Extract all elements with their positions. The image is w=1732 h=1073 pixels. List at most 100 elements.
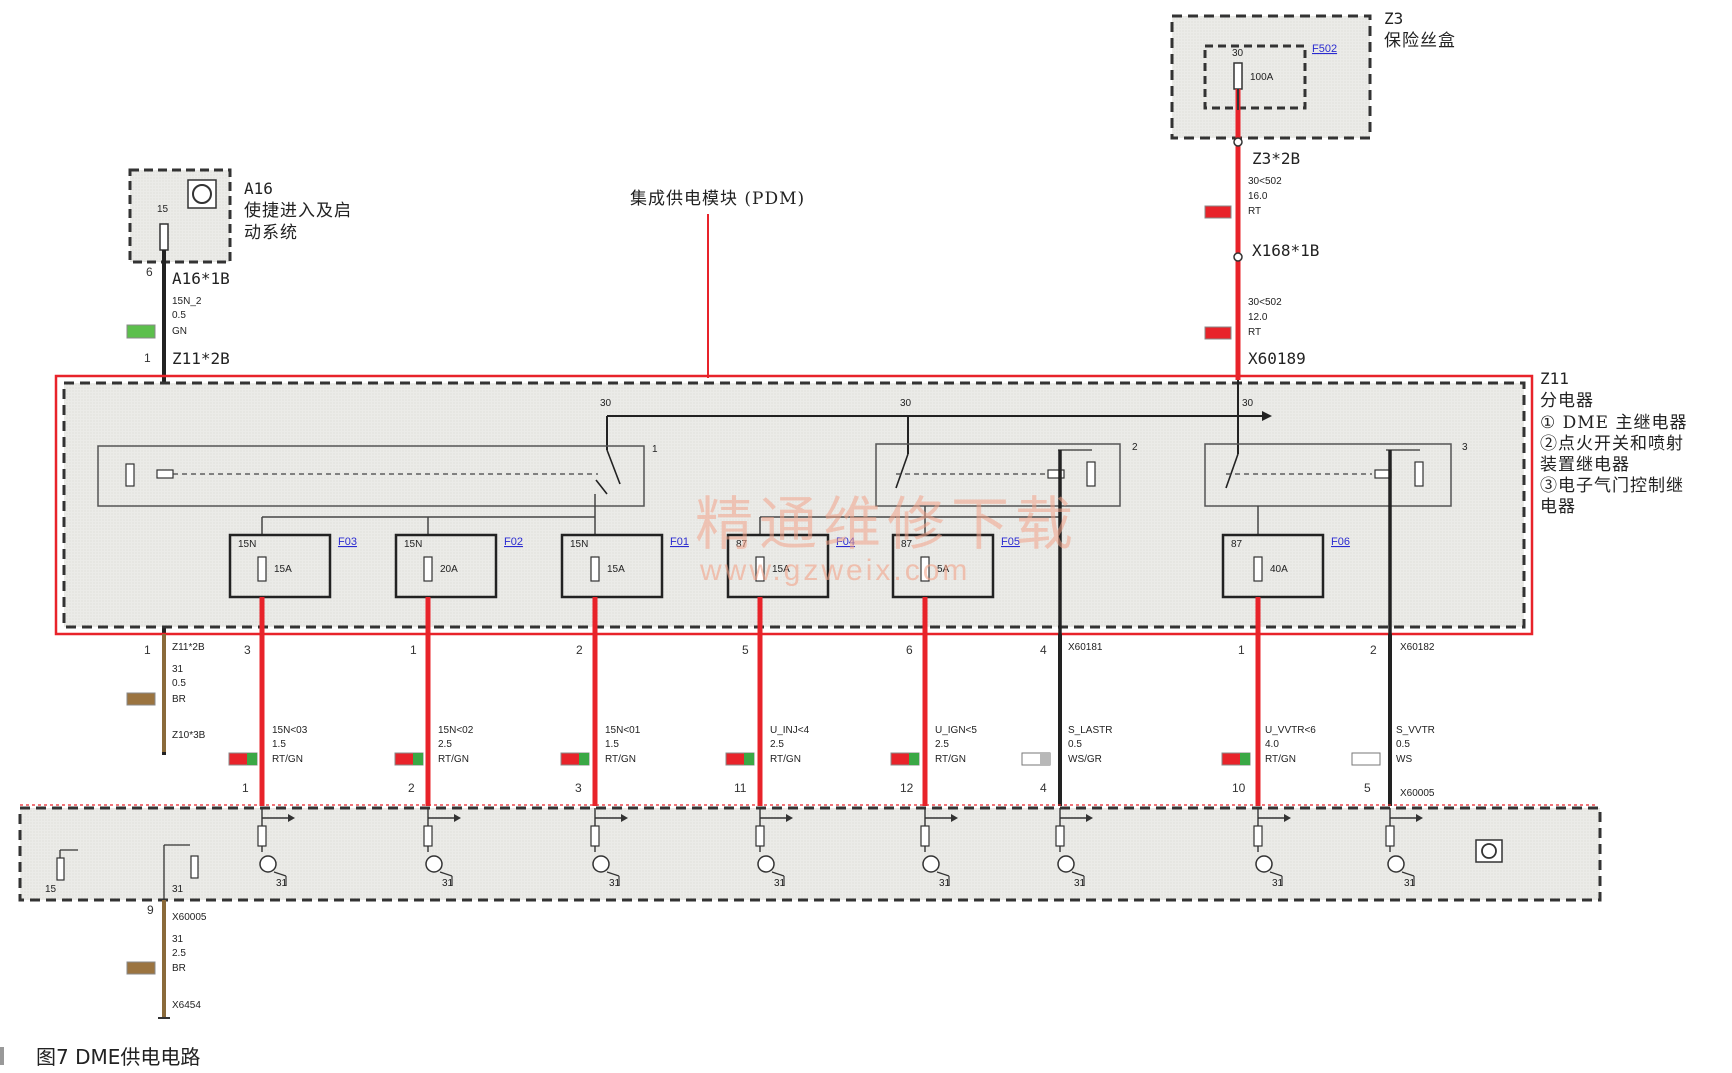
pin-number: 3 bbox=[575, 781, 582, 795]
fuse-f04: 87 F04 15A bbox=[726, 533, 855, 599]
fuse-symbol bbox=[423, 556, 433, 582]
wire-name: S_LASTR bbox=[1068, 725, 1112, 736]
pin-number: 1 bbox=[144, 351, 151, 365]
wire-name: 30<502 bbox=[1248, 297, 1282, 308]
wire-name: 31 bbox=[172, 664, 184, 675]
wire-color-code: RT/GN bbox=[438, 754, 469, 765]
pin-number: 4 bbox=[1040, 643, 1047, 657]
relay3-terminal-30: 30 bbox=[1242, 398, 1254, 409]
pin-number: 10 bbox=[1232, 781, 1246, 795]
dme-input-circuit: 31 bbox=[1385, 808, 1423, 889]
wire-size: 1.5 bbox=[605, 739, 619, 750]
connector-z10-3b: Z10*3B bbox=[172, 730, 206, 741]
fuse-f03: 15N F03 15A bbox=[228, 533, 357, 599]
relay-2-ignition-injection: 2 bbox=[875, 442, 1138, 507]
wire-name: S_VVTR bbox=[1396, 725, 1435, 736]
wire-size: 0.5 bbox=[172, 310, 186, 321]
wire-size: 2.5 bbox=[438, 739, 452, 750]
dme-ground-label: 31 bbox=[609, 878, 621, 889]
relay-number: 2 bbox=[1132, 442, 1138, 453]
fuse-f06: 87 F06 40A bbox=[1221, 533, 1350, 599]
relay2-terminal-30: 30 bbox=[900, 398, 912, 409]
dme-ground-label: 31 bbox=[939, 878, 951, 889]
connector-x6454: X6454 bbox=[172, 1000, 201, 1011]
wire-name: 30<502 bbox=[1248, 176, 1282, 187]
z3-fuse-box: 30 F502 100A Z3 保险丝盒 bbox=[1170, 9, 1456, 140]
connector-z3-2b: Z3*2B bbox=[1252, 149, 1300, 168]
connector-node bbox=[1233, 252, 1243, 262]
fuse-terminal: 87 bbox=[1231, 539, 1243, 550]
wire-color-stripe bbox=[909, 753, 919, 765]
z3-supply-wire: Z3*2B 30<502 16.0 RT X168*1B 30<502 12.0… bbox=[1204, 89, 1319, 380]
watermark-url: www.gzweix.com bbox=[699, 554, 970, 587]
z11-legend-item: 电器 bbox=[1540, 497, 1576, 517]
wire-color-stripe bbox=[579, 753, 589, 765]
fuse-symbol bbox=[590, 556, 600, 582]
fuse-symbol bbox=[755, 556, 765, 582]
figure-caption: 图7 DME供电电路 bbox=[0, 1045, 200, 1069]
a16-comfort-access-module: 15 A16 使捷进入及启 动系统 bbox=[128, 168, 351, 264]
fuse-f02: 15N F02 20A bbox=[394, 533, 523, 599]
wire-size: 16.0 bbox=[1248, 191, 1268, 202]
wire-name: 15N_2 bbox=[172, 296, 202, 307]
fuse-rating: 40A bbox=[1270, 564, 1288, 575]
wire-name: U_INJ<4 bbox=[770, 725, 810, 736]
fuse-f502-link[interactable]: F502 bbox=[1312, 43, 1337, 55]
z11-legend-item: ① DME 主继电器 bbox=[1540, 413, 1688, 433]
dme-ground-label: 31 bbox=[1074, 878, 1086, 889]
fuse-f02-link[interactable]: F02 bbox=[504, 536, 523, 548]
pin-number: 5 bbox=[1364, 781, 1371, 795]
fuse-f06-link[interactable]: F06 bbox=[1331, 536, 1350, 548]
wire-name: 15N<02 bbox=[438, 725, 474, 736]
pin-number: 6 bbox=[906, 643, 913, 657]
wire-color-swatch bbox=[126, 961, 156, 975]
wire-name: U_IGN<5 bbox=[935, 725, 977, 736]
a16-resistor-symbol bbox=[159, 223, 169, 251]
caption-marker bbox=[0, 1047, 4, 1065]
dme-input-circuit: 31 bbox=[257, 808, 295, 889]
wire-color-code: WS bbox=[1396, 754, 1412, 765]
dme-input-circuit: 31 bbox=[590, 808, 628, 889]
pin-number: 12 bbox=[900, 781, 914, 795]
wire-size: 0.5 bbox=[172, 678, 186, 689]
wire-color-code: RT bbox=[1248, 206, 1261, 217]
dme-ground-label: 31 bbox=[276, 878, 288, 889]
fuse-terminal: 15N bbox=[238, 539, 256, 550]
z3-name: 保险丝盒 bbox=[1384, 31, 1456, 51]
connector-x60005-top: X60005 bbox=[1400, 788, 1435, 799]
wire-size: 1.5 bbox=[272, 739, 286, 750]
fuse-f04-link[interactable]: F04 bbox=[836, 536, 855, 548]
z3-fuse-rating: 100A bbox=[1250, 72, 1274, 83]
z11-legend: Z11 分电器 ① DME 主继电器 ②点火开关和喷射 装置继电器 ③电子气门控… bbox=[1540, 369, 1688, 517]
fuse-terminal: 15N bbox=[404, 539, 422, 550]
wire-color-swatch bbox=[126, 692, 156, 706]
connector-z11-2b-bottom: Z11*2B bbox=[172, 642, 205, 653]
pin-number: 3 bbox=[244, 643, 251, 657]
connector-a16-1b: A16*1B bbox=[172, 269, 230, 288]
wire-color-stripe bbox=[1240, 753, 1250, 765]
z11-code: Z11 bbox=[1540, 369, 1569, 388]
wire-color-code: BR bbox=[172, 963, 186, 974]
fuse-rating: 20A bbox=[440, 564, 458, 575]
pin-number: 9 bbox=[147, 903, 154, 917]
relay1-terminal-30: 30 bbox=[600, 398, 612, 409]
wire-size: 2.5 bbox=[172, 948, 186, 959]
z3-code: Z3 bbox=[1384, 9, 1403, 28]
wire-color-code: RT/GN bbox=[272, 754, 303, 765]
connector-x60181: X60181 bbox=[1068, 642, 1103, 653]
fuse-f05-link[interactable]: F05 bbox=[1001, 536, 1020, 548]
connector-x60189: X60189 bbox=[1248, 349, 1306, 368]
dme-input-circuit: 31 bbox=[920, 808, 958, 889]
pdm-label: 集成供电模块 (PDM) bbox=[630, 189, 805, 209]
dme-input-circuit: 31 bbox=[755, 808, 793, 889]
dme-input-circuit: 31 bbox=[1253, 808, 1291, 889]
a16-terminal: 15 bbox=[157, 204, 169, 215]
pin-number: 11 bbox=[734, 781, 747, 795]
fuse-f01-link[interactable]: F01 bbox=[670, 536, 689, 548]
fuse-f03-link[interactable]: F03 bbox=[338, 536, 357, 548]
fuse-f05: 87 F05 5A bbox=[891, 533, 1020, 599]
fuse-rating: 15A bbox=[607, 564, 625, 575]
connector-x60182: X60182 bbox=[1400, 642, 1435, 653]
fuse-terminal: 15N bbox=[570, 539, 588, 550]
